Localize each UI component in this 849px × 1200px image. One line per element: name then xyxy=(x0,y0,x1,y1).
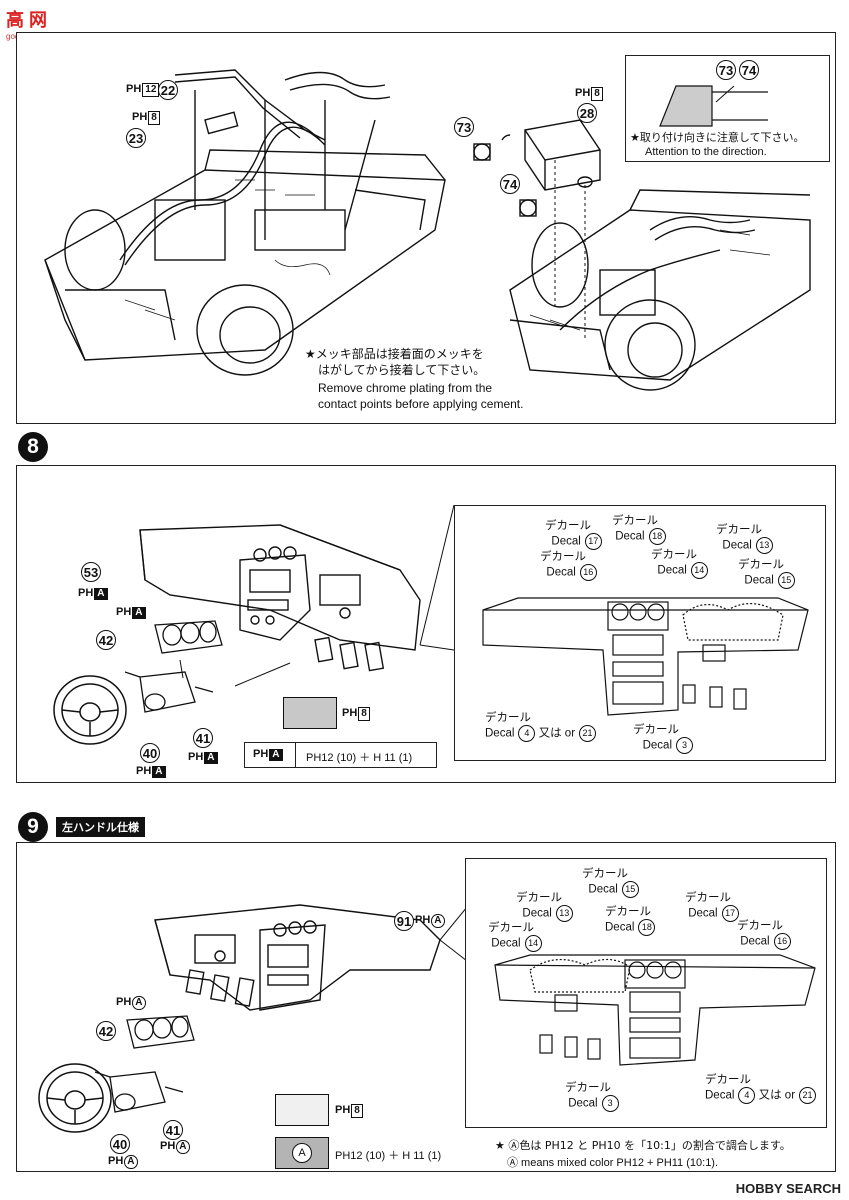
chrome-note-jp-1: ★メッキ部品は接着面のメッキを xyxy=(305,347,484,361)
zoom-connector-step8 xyxy=(419,504,455,651)
part-53-callout: 53 xyxy=(81,562,101,582)
step-8-badge: 8 xyxy=(18,432,48,462)
part-74-callout: 74 xyxy=(500,174,520,194)
dashboard-drawing-step8 xyxy=(139,524,421,672)
chassis-right-drawing xyxy=(509,189,811,391)
direction-icon xyxy=(659,85,768,127)
part-74-callout-box: 74 xyxy=(739,60,759,80)
decal-zoom-box-step9 xyxy=(465,858,827,1128)
dashboard-detail-step9 xyxy=(494,954,816,1066)
part-73-callout: 73 xyxy=(454,117,474,137)
dashboard-detail-step8 xyxy=(482,597,809,716)
mix-table-step8 xyxy=(244,742,437,768)
part-22-callout: 22 xyxy=(158,80,178,100)
chrome-note-en-2: contact points before applying cement. xyxy=(318,397,524,411)
part-91-callout: 91 xyxy=(394,911,414,931)
steering-column-step9 xyxy=(94,1071,184,1113)
gauge-cluster-step9 xyxy=(126,1015,195,1049)
chrome-note-jp-2: はがしてから接着して下さい。 xyxy=(318,363,486,377)
mix-right-step8: PH12 (10) ＋ H 11 (1) xyxy=(306,752,413,764)
direction-note-en: Attention to the direction. xyxy=(645,146,767,158)
hobby-search-watermark: HOBBY SEARCH xyxy=(735,1181,841,1196)
part-42-callout: 42 xyxy=(96,630,116,650)
part-23-callout: 23 xyxy=(126,128,146,148)
part-41-callout: 41 xyxy=(193,728,213,748)
steering-wheel-step9 xyxy=(38,1063,112,1133)
part-42-callout-step9: 42 xyxy=(96,1021,116,1041)
part-40-callout: 40 xyxy=(140,743,160,763)
steering-wheel-step8 xyxy=(53,675,127,745)
mix-table-divider xyxy=(295,742,296,768)
mix-note-jp: ★ Ⓐ色は PH12 と PH10 を「10:1」の割合で調合します。 xyxy=(495,1139,791,1152)
swatch-mix-label-step9: PH12 (10) ＋ H 11 (1) xyxy=(335,1150,442,1162)
step-9-label: 左ハンドル仕様 xyxy=(56,817,145,837)
gauge-cluster-step8 xyxy=(154,620,223,654)
step-9-badge: 9 xyxy=(18,812,48,842)
dashboard-drawing-step9 xyxy=(154,904,441,1011)
steering-column-step8 xyxy=(124,671,214,713)
color-swatch-ph8-step8 xyxy=(283,697,337,729)
mix-note-en: Ⓐ means mixed color PH12 + PH11 (10:1). xyxy=(507,1157,719,1169)
color-swatch-ph8-step9 xyxy=(275,1094,329,1126)
part-41-callout-step9: 41 xyxy=(163,1120,183,1140)
assembly-arrows-step8 xyxy=(179,659,291,687)
direction-note-jp: ★取り付け向きに注意して下さい。 xyxy=(630,131,805,144)
direction-note-box xyxy=(625,55,830,162)
part-28-callout: 28 xyxy=(577,103,597,123)
part-73-callout-box: 73 xyxy=(716,60,736,80)
swatch-mix-letter: A xyxy=(292,1143,312,1163)
part-40-callout-step9: 40 xyxy=(110,1134,130,1154)
chassis-left-drawing xyxy=(44,69,446,376)
muffler-drawing xyxy=(473,119,601,340)
chrome-note-en-1: Remove chrome plating from the xyxy=(318,381,493,395)
